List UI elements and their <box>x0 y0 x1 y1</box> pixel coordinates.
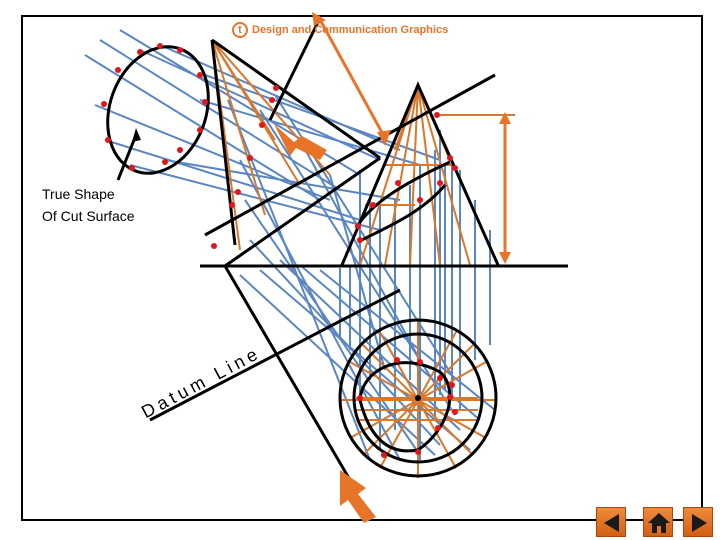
header-title: Design and Communication Graphics <box>252 24 449 36</box>
triangle-right-icon <box>692 514 707 532</box>
orange-arrows <box>274 12 511 523</box>
logo: t Design and Communication Graphics <box>232 22 448 38</box>
previous-slide-button[interactable] <box>596 507 626 537</box>
plan-centre-point <box>415 395 421 401</box>
section-points <box>101 43 458 458</box>
caption-pointer-arrowhead <box>132 128 141 142</box>
logo-icon: t <box>232 22 248 38</box>
next-slide-button[interactable] <box>683 507 713 537</box>
home-icon <box>648 513 670 533</box>
outlines <box>106 17 568 481</box>
home-button[interactable] <box>643 507 673 537</box>
triangle-left-icon <box>604 514 619 532</box>
true-shape-caption-line2: Of Cut Surface <box>42 208 135 224</box>
true-shape-caption-line1: True Shape <box>42 186 115 202</box>
